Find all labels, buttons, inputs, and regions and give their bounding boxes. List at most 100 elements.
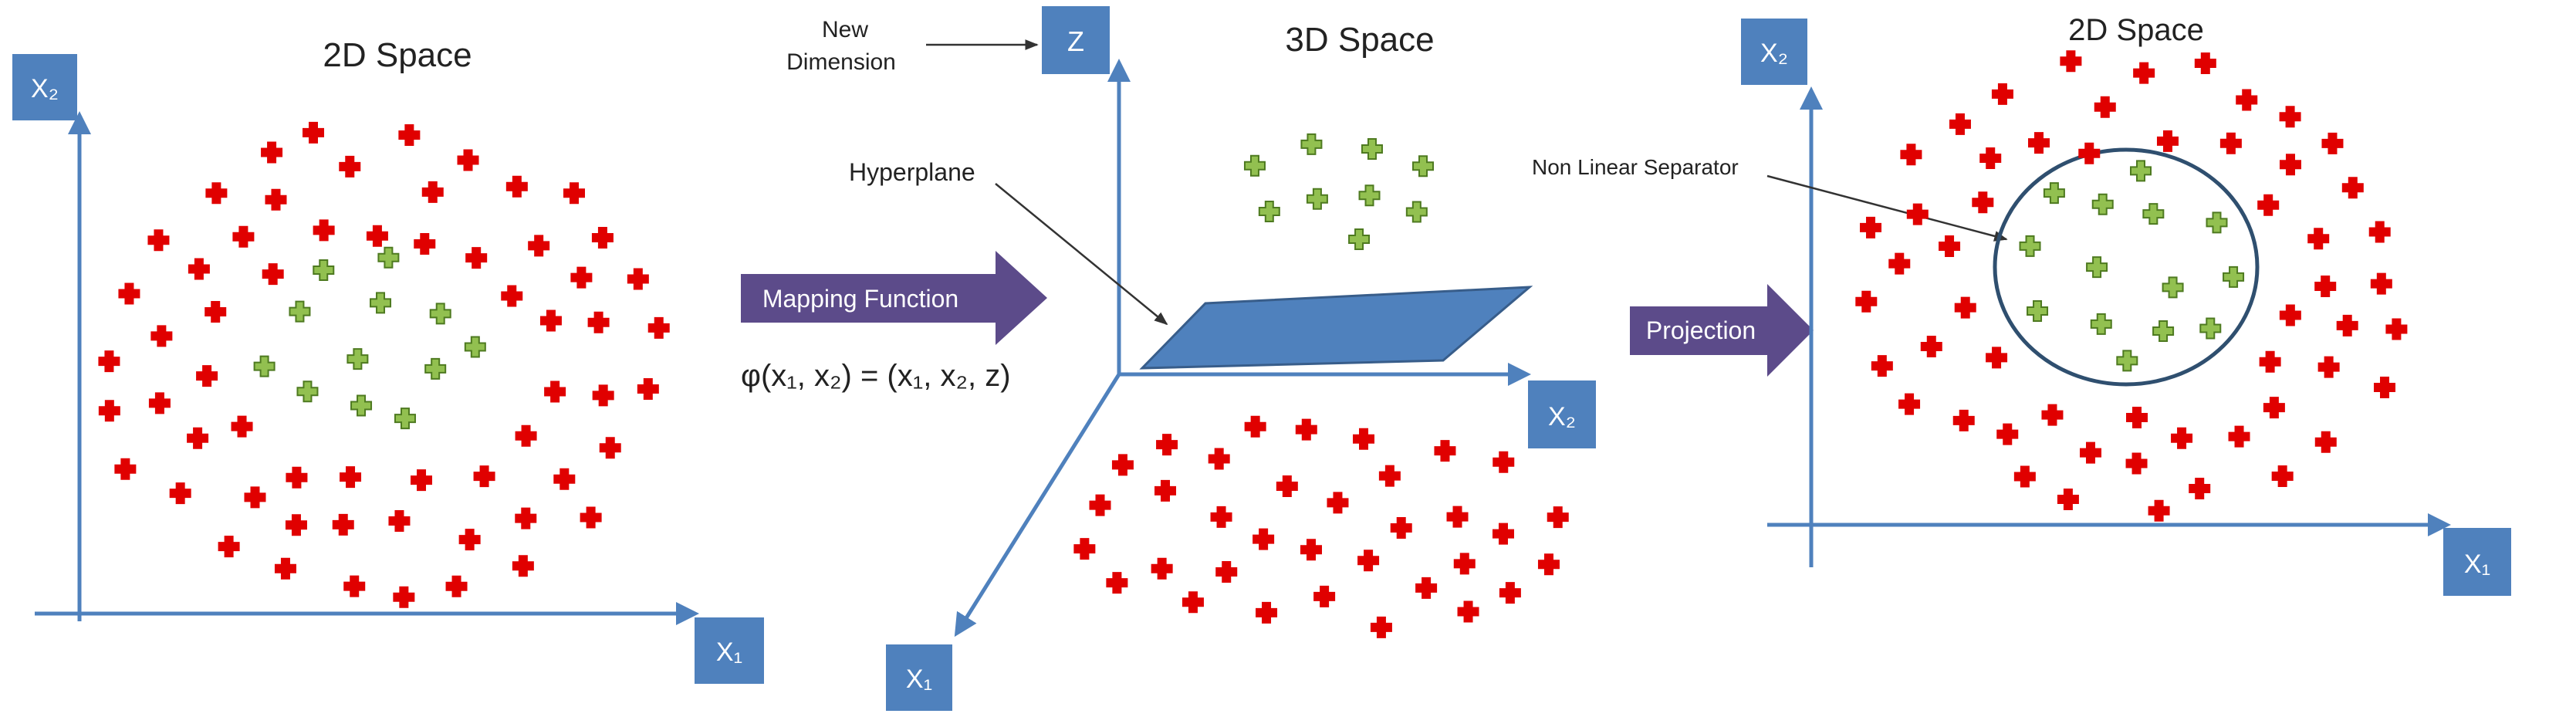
red-plus-icon <box>388 510 411 533</box>
red-plus-icon <box>1547 506 1569 529</box>
red-plus-icon <box>393 586 415 608</box>
red-plus-icon <box>1991 83 2013 105</box>
non-linear-separator <box>1993 147 2260 387</box>
red-plus-icon <box>2156 130 2179 152</box>
green-plus-icon <box>424 357 447 380</box>
red-plus-icon <box>1900 144 1922 166</box>
x2-axis-3d-label-box <box>1528 380 1596 448</box>
red-plus-icon <box>2279 304 2301 326</box>
red-plus-icon <box>169 482 191 505</box>
red-plus-icon <box>1106 572 1128 594</box>
right-x-axis-label-box <box>2443 528 2511 596</box>
z-axis-label-box <box>1042 6 1110 74</box>
red-plus-icon <box>2013 465 2036 488</box>
red-plus-icon <box>2171 427 2193 449</box>
red-plus-icon <box>2314 276 2337 298</box>
red-plus-icon <box>2321 132 2344 154</box>
right-panel-title: 2D Space <box>2068 13 2204 47</box>
red-plus-icon <box>528 235 550 257</box>
green-plus-icon <box>2019 235 2041 257</box>
x2-axis-3d-label: X₂ <box>1548 402 1576 431</box>
green-plus-icon <box>2206 211 2228 234</box>
red-plus-icon <box>2317 356 2340 378</box>
x1-axis-3d-label-box <box>886 644 952 711</box>
red-plus-icon <box>366 225 388 247</box>
red-plus-icon <box>265 188 287 211</box>
green-plus-icon <box>1361 138 1383 161</box>
z-axis-label: Z <box>1067 25 1084 57</box>
red-plus-icon <box>2057 488 2079 510</box>
red-plus-icon <box>2279 154 2301 176</box>
left-y-axis-label: X₂ <box>31 74 59 103</box>
red-plus-icon <box>218 536 240 558</box>
red-plus-icon <box>1434 440 1456 462</box>
middle-panel: Z X₂ X₁ New Dimension 3D Space Hyperplan… <box>786 6 1596 711</box>
hyperplane-label: Hyperplane <box>849 158 975 186</box>
red-plus-icon <box>2125 452 2148 475</box>
red-plus-icon <box>1871 355 1893 377</box>
left-points <box>98 121 670 608</box>
green-plus-icon <box>2152 320 2175 342</box>
projection-arrow-label: Projection <box>1646 316 1756 344</box>
red-plus-icon <box>2314 431 2337 453</box>
left-panel-title: 2D Space <box>323 36 472 74</box>
red-plus-icon <box>1453 553 1476 575</box>
red-plus-icon <box>147 229 170 252</box>
green-plus-icon <box>2223 265 2245 288</box>
red-plus-icon <box>340 466 362 489</box>
right-points <box>1855 50 2408 522</box>
red-plus-icon <box>1457 600 1479 623</box>
green-plus-icon <box>253 355 276 377</box>
red-plus-icon <box>1357 550 1380 572</box>
x1-axis-3d-label: X₁ <box>906 665 932 694</box>
green-plus-icon <box>2116 350 2138 372</box>
red-plus-icon <box>2370 272 2392 295</box>
red-plus-icon <box>1949 113 1971 135</box>
hyperplane-pointer <box>995 183 1168 326</box>
green-plus-icon <box>1300 133 1323 155</box>
right-x-axis-label: X₁ <box>2464 550 2490 579</box>
red-plus-icon <box>553 468 576 490</box>
red-plus-icon <box>98 350 120 373</box>
left-y-axis-label-box <box>12 54 77 120</box>
separator-label: Non Linear Separator <box>1532 155 1739 179</box>
green-plus-icon <box>1348 228 1371 250</box>
left-x-axis-label: X₁ <box>716 638 742 667</box>
green-plus-icon <box>377 246 400 269</box>
red-plus-icon <box>2271 465 2294 488</box>
red-plus-icon <box>2385 318 2408 340</box>
red-plus-icon <box>2219 132 2242 154</box>
red-plus-icon <box>1996 423 2019 445</box>
red-plus-icon <box>637 378 659 401</box>
green-plus-icon <box>350 394 373 417</box>
red-plus-icon <box>2028 132 2050 154</box>
red-plus-icon <box>1300 539 1322 561</box>
red-plus-icon <box>414 233 436 255</box>
red-plus-icon <box>1954 296 1976 319</box>
green-plus-icon <box>464 336 486 358</box>
red-plus-icon <box>1493 451 1515 473</box>
red-plus-icon <box>303 121 325 144</box>
green-plus-icon <box>313 259 335 281</box>
red-plus-icon <box>1860 216 1882 238</box>
red-plus-icon <box>205 182 228 205</box>
red-plus-icon <box>313 219 335 242</box>
red-plus-icon <box>421 181 444 203</box>
right-y-axis-label-box <box>1741 19 1807 85</box>
red-plus-icon <box>1154 479 1177 502</box>
red-plus-icon <box>1415 577 1438 599</box>
red-plus-icon <box>148 392 171 414</box>
new-dimension-label-line1: New <box>822 17 868 42</box>
red-plus-icon <box>1256 601 1278 624</box>
red-plus-icon <box>544 380 566 403</box>
red-plus-icon <box>2257 194 2280 216</box>
red-plus-icon <box>1073 538 1096 560</box>
red-plus-icon <box>539 309 562 332</box>
red-plus-icon <box>261 141 283 164</box>
red-plus-icon <box>1986 347 2008 369</box>
red-plus-icon <box>2133 62 2155 84</box>
green-plus-icon <box>1243 154 1266 177</box>
red-plus-icon <box>458 529 481 551</box>
red-plus-icon <box>2374 376 2396 398</box>
